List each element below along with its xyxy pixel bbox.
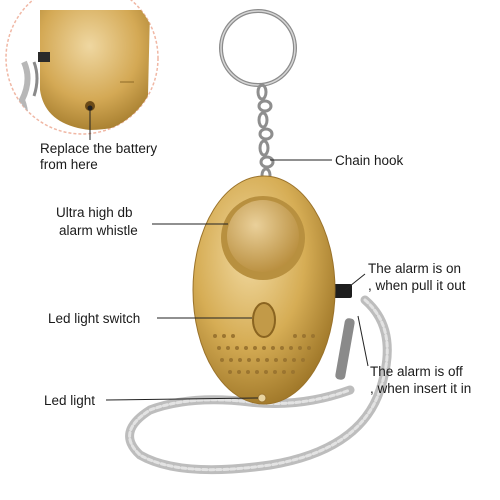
- led-light-label: Led light: [44, 393, 96, 408]
- pull-pin: [330, 284, 352, 298]
- alarm-off-label-2: , when insert it in: [370, 381, 472, 396]
- alarm-on-label-2: , when pull it out: [368, 278, 466, 293]
- leader-lines: [89, 108, 369, 401]
- key-ring: [219, 9, 297, 87]
- led-light-lens: [257, 393, 267, 403]
- whistle-button: [227, 200, 299, 272]
- alarm-off-label-1: The alarm is off: [370, 364, 463, 379]
- whistle-label-2: alarm whistle: [59, 223, 138, 238]
- battery-label-1: Replace the battery: [40, 141, 158, 156]
- led-switch-button: [252, 302, 276, 338]
- speaker-holes: [213, 334, 315, 374]
- chain: [256, 83, 275, 183]
- alarm-device: [192, 175, 336, 405]
- battery-label-2: from here: [40, 157, 98, 172]
- chain-hook-label: Chain hook: [335, 153, 404, 168]
- alarm-on-label-1: The alarm is on: [368, 261, 462, 276]
- led-switch-label: Led light switch: [48, 311, 141, 326]
- whistle-label-1: Ultra high db: [56, 205, 133, 220]
- battery-zoom-inset: [5, 0, 159, 135]
